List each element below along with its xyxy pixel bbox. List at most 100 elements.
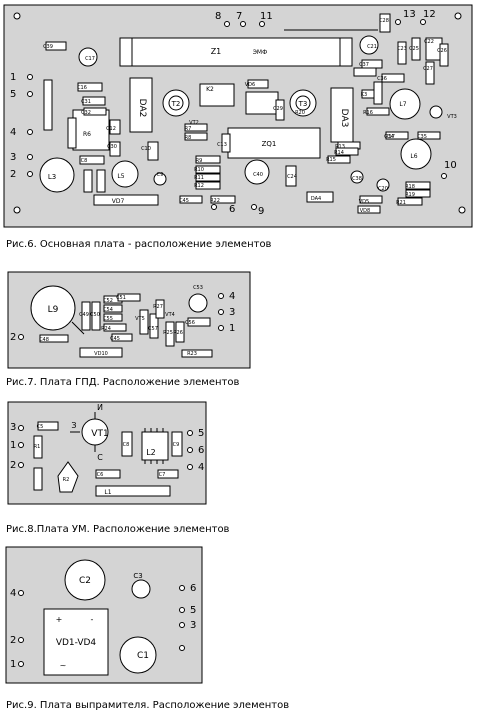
fig6-component-label: C40 — [253, 172, 263, 178]
fig8-component-label: И — [97, 403, 103, 412]
fig6-component-label: C35 — [417, 134, 427, 140]
fig6-component-label: VD6 — [245, 82, 255, 88]
fig7-component-label: C48 — [39, 337, 49, 343]
fig6-component-label: L7 — [399, 101, 406, 108]
fig6-component-label: R17 — [385, 134, 395, 140]
fig6-component-label: ЭМФ — [253, 49, 268, 56]
fig6-component-label: C8 — [81, 158, 88, 164]
fig6-component-label: C10 — [141, 146, 151, 152]
fig6-component-label: C30 — [107, 144, 117, 150]
fig6-pin-label: 12 — [423, 9, 436, 20]
fig8-component-label: C7 — [159, 472, 166, 478]
fig6-component-label: R14 — [334, 150, 344, 156]
fig6-component-label: Z1 — [211, 47, 222, 56]
fig9-pin-label: 2 — [10, 635, 16, 646]
fig7-component-label: VT4 — [165, 312, 175, 318]
fig8-pin-label: 2 — [10, 460, 16, 471]
fig7-pin-label: 2 — [10, 332, 16, 343]
fig8-component-label: R1 — [34, 444, 41, 450]
fig6-board — [3, 4, 473, 228]
fig6-component-label: C34 — [384, 134, 394, 140]
fig6-component-label: C21 — [367, 44, 377, 50]
fig6-component-label: R16 — [363, 110, 373, 116]
fig9-component-label: VD1-VD4 — [56, 638, 97, 648]
fig6-component-label: R9 — [196, 158, 203, 164]
fig7-component-label: R25 — [163, 330, 173, 336]
fig6-component-label: C20 — [378, 186, 388, 192]
fig6-component-label: C9 — [157, 172, 164, 178]
fig8-component-label: C9 — [173, 442, 180, 448]
fig6-component-label: R15 — [326, 157, 336, 163]
fig6-component-label: L3 — [48, 173, 56, 181]
fig7-component-label: R23 — [187, 351, 197, 357]
fig9-component-label: + — [56, 615, 63, 624]
fig8-caption: Рис.8.Плата УМ. Расположение элементов — [6, 524, 230, 535]
fig6-component-label: C27 — [423, 66, 433, 72]
fig8-pin-label: 3 — [10, 422, 16, 433]
fig8-component-label: З — [71, 421, 76, 430]
fig6-component-label: K3 — [361, 92, 367, 98]
fig7-pin-label: 3 — [229, 307, 235, 318]
fig7-component-label: C54 — [103, 307, 113, 313]
fig9-pin-label: 6 — [190, 583, 196, 594]
fig8-component-label: L2 — [146, 448, 156, 457]
fig8-component-label: C5 — [37, 424, 44, 430]
fig8-board — [7, 401, 207, 505]
fig6-component-label: K2 — [206, 86, 214, 93]
fig6-component-label: C28 — [379, 18, 389, 24]
fig6-component-label: VD7 — [112, 198, 125, 205]
fig6-pin-label: 11 — [260, 11, 273, 22]
fig6-pin-label: 9 — [258, 206, 264, 217]
fig7-component-label: L9 — [48, 305, 59, 315]
fig9-component-label: C1 — [137, 651, 149, 661]
fig7-component-label: C52 — [103, 298, 113, 304]
fig6-component-label: R20 — [295, 110, 305, 116]
fig6-component-label: R6 — [83, 131, 91, 138]
fig6-component-label: R11 — [194, 175, 204, 181]
fig7-component-label: R24 — [101, 326, 111, 332]
fig9-component-label: - — [91, 615, 94, 624]
fig7-component-label: C51 — [116, 295, 126, 301]
fig7-component-label: C55 — [103, 316, 113, 322]
fig6-component-label: R10 — [194, 167, 204, 173]
fig6-pin-label: 6 — [229, 204, 235, 215]
fig8-component-label: С — [97, 453, 103, 462]
fig6-pin-label: 10 — [444, 160, 457, 171]
fig6-component-label: VT2 — [189, 120, 199, 126]
fig6-component-label: DA2 — [137, 99, 147, 118]
fig6-caption: Рис.6. Основная плата - расположение эле… — [6, 239, 272, 250]
fig6-component-label: VD5 — [359, 199, 369, 205]
fig9-pin-label: 1 — [10, 659, 16, 670]
fig6-component-label: R7 — [185, 126, 192, 132]
fig6-component-label: C13 — [217, 142, 227, 148]
fig6-component-label: DA3 — [339, 109, 349, 128]
fig7-component-label: C53 — [193, 285, 203, 291]
fig6-component-label: C39 — [43, 44, 53, 50]
fig6-component-label: C26 — [437, 48, 447, 54]
fig6-component-label: T2 — [171, 100, 181, 108]
fig6-pin-label: 7 — [236, 11, 242, 22]
fig8-component-label: C8 — [123, 442, 130, 448]
fig6-component-label: C36 — [377, 76, 387, 82]
fig9-pin-label: 5 — [190, 605, 196, 616]
fig7-component-label: C56 — [185, 320, 195, 326]
fig7-caption: Рис.7. Плата ГПД. Расположение элементов — [6, 377, 240, 388]
fig7-component-label: R26 — [173, 330, 183, 336]
fig6-pin-label: 13 — [403, 9, 416, 20]
fig9-pin-label: 3 — [190, 620, 196, 631]
fig7-component-label: C49 — [79, 312, 89, 318]
fig6-component-label: R8 — [185, 135, 192, 141]
fig6-component-label: VT3 — [447, 114, 457, 120]
fig7-component-label: C45 — [110, 336, 120, 342]
fig6-component-label: R12 — [194, 183, 204, 189]
fig6-component-label: C31 — [81, 99, 91, 105]
fig7-component-label: C57 — [148, 326, 158, 332]
fig7-component-label: VD10 — [94, 351, 108, 357]
fig6-pin-label: 3 — [10, 152, 16, 163]
fig6-component-label: L5 — [117, 173, 124, 180]
fig8-component-label: VT1 — [91, 429, 108, 439]
fig8-pin-label: 5 — [198, 428, 204, 439]
fig6-component-label: R18 — [405, 184, 415, 190]
